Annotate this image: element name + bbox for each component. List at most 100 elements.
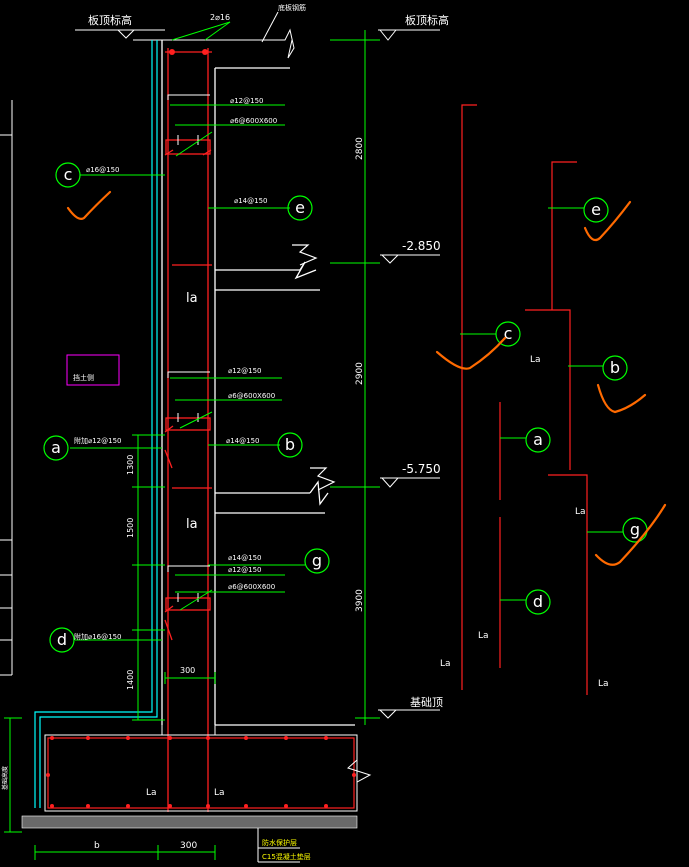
slab-top-elevation-right: 板顶标高: [405, 13, 449, 27]
dim-300-wall: 300: [180, 666, 195, 675]
rebar-label-9: ⌀14@150: [228, 554, 261, 562]
marker-g: g: [312, 551, 322, 570]
rebar-label-2: ⌀6@600X600: [230, 117, 277, 125]
marker-d2-circle: [525, 589, 551, 615]
rebar-details-right: [461, 104, 588, 695]
check-mark-g: [594, 503, 667, 566]
top-note-label: 底板钢筋: [278, 3, 306, 12]
marker-a: a: [51, 438, 61, 457]
dim-2800: 2800: [355, 137, 365, 160]
marker-b2: b: [610, 358, 620, 377]
wall-rebar: [164, 48, 212, 812]
legend-waterproof: 防水保护层: [262, 838, 297, 847]
right-detail-leaders: [460, 207, 623, 601]
marker-a2-circle: [525, 427, 551, 453]
marker-e-circle: [287, 195, 313, 221]
dim-b: b: [94, 841, 100, 851]
marker-d: d: [57, 630, 67, 649]
foundation: [21, 725, 372, 829]
marker-b: b: [285, 435, 295, 454]
marker-e: e: [295, 198, 305, 217]
la-label-2: la: [186, 517, 198, 532]
dim-2900: 2900: [355, 362, 365, 385]
footing-la-1: La: [146, 788, 157, 798]
dim-1400: 1400: [126, 670, 135, 690]
footing-outline: [44, 734, 358, 812]
level-5750: -5.750: [402, 462, 441, 476]
detail-la-4: La: [440, 659, 451, 669]
level-markers: [378, 254, 440, 719]
check-mark-b: [596, 383, 647, 414]
tie-bars: [167, 94, 210, 602]
rebar-label-10: ⌀12@150: [228, 566, 261, 574]
detail-la-1: La: [530, 355, 541, 365]
top-rebar-leader-2: [171, 21, 231, 41]
check-mark-e: [583, 200, 632, 242]
check-mark-c2: [435, 336, 507, 370]
check-marks: [66, 190, 667, 566]
detail-la-2: La: [575, 507, 586, 517]
foundation-height-dim: [4, 717, 22, 833]
slab-breaks: [292, 244, 336, 491]
rebar-label-1: ⌀12@150: [230, 97, 263, 105]
footing-rebar: [47, 737, 355, 809]
rebar-label-6: ⌀6@600X600: [228, 392, 275, 400]
detail-la-3: La: [478, 631, 489, 641]
note-box-label: 挡土侧: [73, 373, 94, 382]
marker-g-circle: [304, 548, 330, 574]
rebar-label-11: ⌀6@600X600: [228, 583, 275, 591]
marker-d2: d: [533, 592, 543, 611]
footing-rebar-dots: [46, 736, 356, 808]
footing-la-2: La: [214, 788, 225, 798]
marker-c-circle: [55, 162, 81, 188]
marker-c2: c: [504, 324, 513, 343]
marker-letters: c e a b g d c e b a g d: [51, 165, 640, 649]
rebar-label-12: 附加⌀16@150: [74, 632, 121, 641]
marker-a2: a: [533, 430, 543, 449]
rebar-label-4: ⌀14@150: [234, 197, 267, 205]
rebar-leaders: [70, 104, 305, 641]
level-2850: -2.850: [402, 239, 441, 253]
top-bar-dot-2: [202, 49, 208, 55]
rebar-label-7: 附加⌀12@150: [74, 436, 121, 445]
marker-a-circle: [43, 435, 69, 461]
rebar-label-3: ⌀16@150: [86, 166, 119, 174]
marker-b2-circle: [602, 355, 628, 381]
vertical-dim-text: 2800 2900 3900: [355, 137, 365, 612]
concrete-bed: [21, 815, 358, 829]
dim-1500: 1500: [126, 518, 135, 538]
left-frame: [0, 100, 13, 676]
top-bar-dot-1: [169, 49, 175, 55]
dim-300-bottom: 300: [180, 841, 197, 851]
detail-la-5: La: [598, 679, 609, 689]
left-dim-text: 1300 1500 1400 300: [126, 455, 195, 690]
waterproof-layer: [34, 40, 158, 808]
bottom-dimension: [34, 845, 216, 860]
top-rebar-label: 2⌀16: [210, 13, 230, 22]
marker-g2: g: [630, 520, 640, 539]
la-label-1: la: [186, 291, 198, 306]
marker-e2-circle: [583, 197, 609, 223]
legend-concrete: C15混凝土垫层: [262, 852, 311, 861]
vertical-dimension-main: [330, 30, 380, 725]
top-level-lines: [75, 11, 440, 59]
marker-e2: e: [591, 200, 601, 219]
base-top-label: 基础顶: [410, 696, 443, 709]
rebar-labels: ⌀12@150 ⌀6@600X600 ⌀16@150 ⌀14@150 ⌀12@1…: [74, 97, 277, 641]
marker-c: c: [64, 165, 73, 184]
foundation-height-label: 基础高度: [1, 766, 9, 790]
note-box: [66, 354, 120, 386]
wall-outline: [161, 40, 355, 726]
dim-1300: 1300: [126, 455, 135, 475]
marker-b-circle: [277, 432, 303, 458]
top-rebar-leader: [204, 21, 231, 41]
markers-left: [43, 162, 648, 653]
dim-3900: 3900: [355, 589, 365, 612]
slab-top-elevation-left: 板顶标高: [88, 13, 132, 27]
left-dimensions: [132, 434, 216, 721]
right-la-labels: La La La La La: [440, 355, 609, 689]
rebar-label-8: ⌀14@150: [226, 437, 259, 445]
marker-d-circle: [49, 627, 75, 653]
check-mark-c: [66, 190, 112, 220]
